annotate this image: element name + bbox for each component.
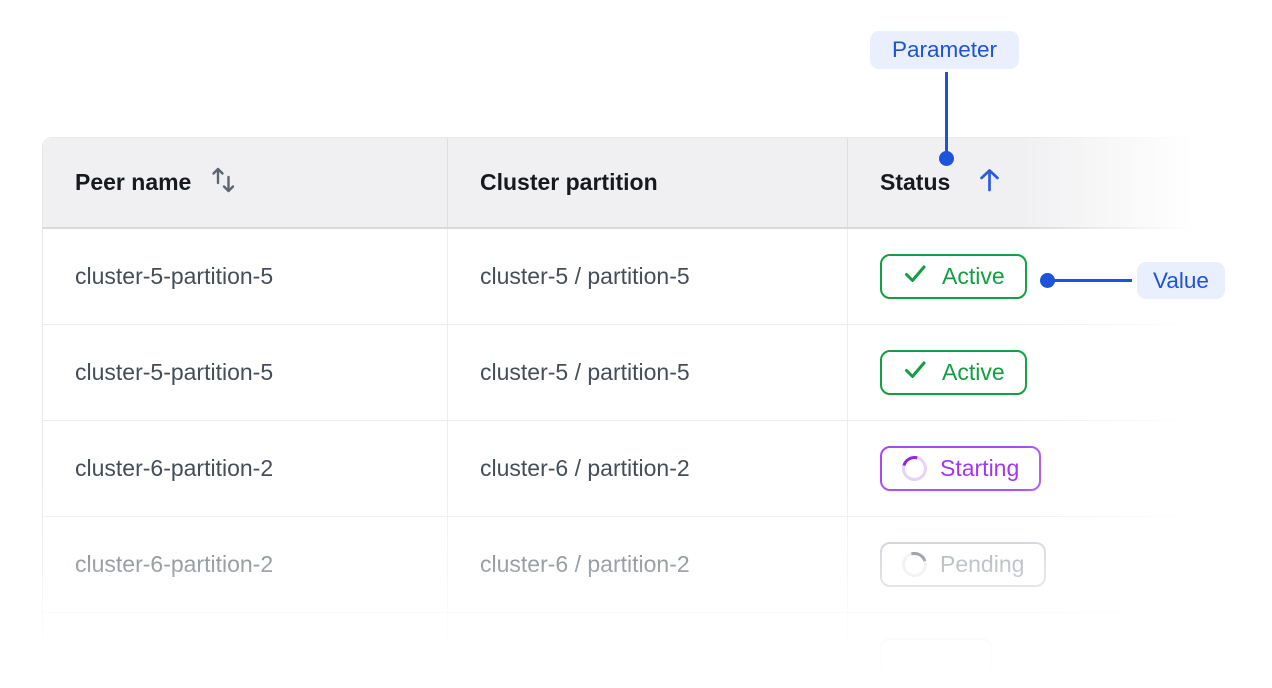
sort-arrows-icon[interactable] (209, 165, 238, 201)
parameter-connector-dot (939, 151, 954, 166)
cell-cluster-partition: cluster-5 / partition-5 (448, 325, 848, 420)
cell-cluster-partition (448, 613, 848, 688)
table-row[interactable] (43, 613, 1210, 688)
cell-peer-name: cluster-6-partition-2 (43, 517, 448, 612)
peers-table: Peer name Cluster partition Status (42, 137, 1210, 688)
value-callout: Value (1137, 262, 1225, 299)
cell-status (848, 613, 1210, 688)
cell-status: Starting (848, 421, 1210, 516)
cell-peer-name: cluster-5-partition-5 (43, 325, 448, 420)
column-header-status[interactable]: Status (848, 138, 1210, 227)
cluster-partition-text: cluster-5 / partition-5 (480, 359, 690, 385)
cell-cluster-partition: cluster-6 / partition-2 (448, 421, 848, 516)
cell-cluster-partition: cluster-5 / partition-5 (448, 229, 848, 324)
cluster-partition-text: cluster-6 / partition-2 (480, 455, 690, 481)
status-badge-starting: Starting (880, 446, 1042, 491)
table-row[interactable]: cluster-5-partition-5 cluster-5 / partit… (43, 229, 1210, 325)
peer-name-text: cluster-5-partition-5 (75, 359, 274, 385)
arrow-up-icon[interactable] (978, 166, 1001, 199)
parameter-callout: Parameter (870, 31, 1020, 69)
status-badge-active: Active (880, 350, 1027, 395)
status-label: Pending (940, 551, 1025, 577)
parameter-connector-line (945, 72, 948, 153)
peer-name-text: cluster-6-partition-2 (75, 455, 274, 481)
status-label: Active (942, 263, 1005, 289)
peer-name-text: cluster-5-partition-5 (75, 263, 274, 289)
peer-name-text: cluster-6-partition-2 (75, 551, 274, 577)
column-header-peer-name[interactable]: Peer name (43, 138, 448, 227)
status-label: Active (942, 359, 1005, 385)
cell-cluster-partition: cluster-6 / partition-2 (448, 517, 848, 612)
check-icon (902, 260, 929, 293)
table-header-row: Peer name Cluster partition Status (43, 138, 1210, 229)
cell-peer-name: cluster-6-partition-2 (43, 421, 448, 516)
cell-status: Pending (848, 517, 1210, 612)
cluster-partition-text: cluster-6 / partition-2 (480, 551, 690, 577)
value-connector-line (1052, 279, 1132, 282)
column-header-cluster-partition[interactable]: Cluster partition (448, 138, 848, 227)
status-label: Starting (940, 455, 1020, 481)
value-callout-label: Value (1153, 267, 1209, 293)
status-badge-active: Active (880, 254, 1027, 299)
column-label-status: Status (880, 169, 951, 195)
cluster-partition-text: cluster-5 / partition-5 (480, 263, 690, 289)
cell-status: Active (848, 325, 1210, 420)
table-row[interactable]: cluster-6-partition-2 cluster-6 / partit… (43, 421, 1210, 517)
column-label-peer-name: Peer name (75, 169, 192, 195)
check-icon (902, 356, 929, 389)
status-badge-ghost (880, 638, 992, 683)
table-row[interactable]: cluster-6-partition-2 cluster-6 / partit… (43, 517, 1210, 613)
table-row[interactable]: cluster-5-partition-5 cluster-5 / partit… (43, 325, 1210, 421)
column-label-cluster-partition: Cluster partition (480, 169, 658, 195)
cell-peer-name: cluster-5-partition-5 (43, 229, 448, 324)
status-badge-pending: Pending (880, 542, 1047, 587)
cell-peer-name (43, 613, 448, 688)
spinner-icon (897, 547, 932, 582)
cell-status: Active (848, 229, 1210, 324)
parameter-callout-label: Parameter (892, 37, 998, 62)
spinner-icon (897, 451, 932, 486)
